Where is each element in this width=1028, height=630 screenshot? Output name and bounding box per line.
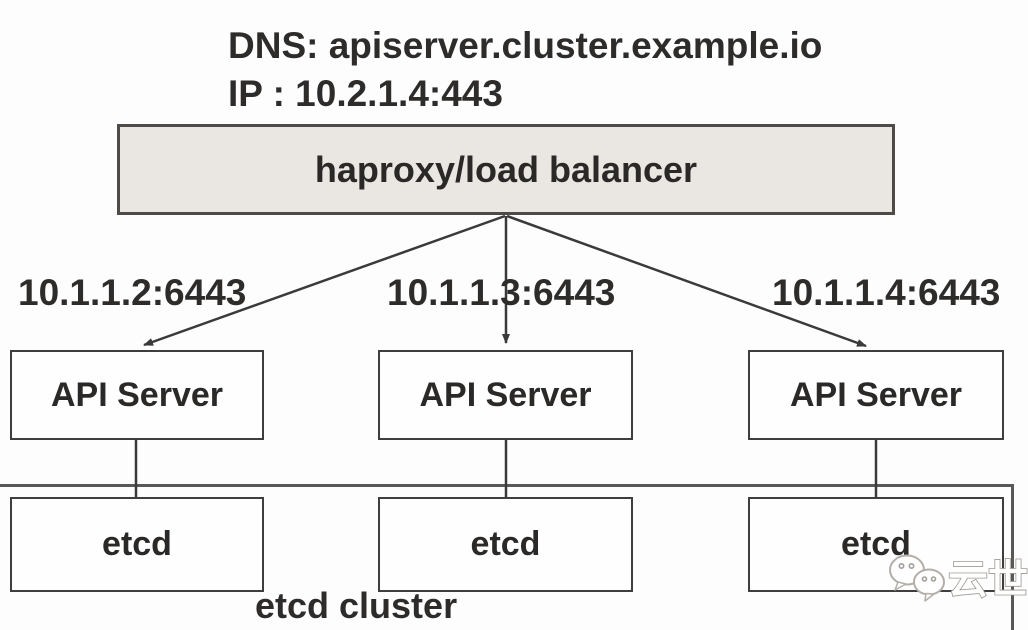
dns-label: DNS: apiserver.cluster.example.io	[228, 25, 823, 66]
etcd-box-1: etcd	[10, 497, 264, 592]
header-text-block: DNS: apiserver.cluster.example.io IP : 1…	[228, 22, 822, 118]
etcd-cluster-label: etcd cluster	[255, 585, 458, 626]
etcd-label: etcd	[102, 525, 172, 563]
etcd-box-2: etcd	[378, 497, 633, 592]
api-server-box-1: API Server	[10, 350, 264, 440]
api-server-label: API Server	[51, 375, 223, 414]
wechat-bubbles-icon	[889, 554, 945, 602]
api-server-label: API Server	[790, 375, 962, 414]
api-server-ip-label-1: 10.1.1.2:6443	[18, 272, 247, 313]
api-server-label: API Server	[419, 375, 592, 414]
watermark: 云世	[882, 548, 1028, 612]
api-server-box-2: API Server	[378, 350, 633, 440]
api-server-ip-label-3: 10.1.1.4:6443	[772, 272, 1001, 313]
load-balancer-box: haproxy/load balancer	[117, 124, 895, 215]
watermark-text: 云世	[947, 558, 1028, 602]
etcd-label: etcd	[470, 525, 541, 563]
ip-label: IP : 10.2.1.4:443	[228, 73, 503, 114]
load-balancer-label: haproxy/load balancer	[314, 148, 698, 190]
api-server-ip-label-2: 10.1.1.3:6443	[387, 272, 616, 313]
api-server-box-3: API Server	[748, 350, 1004, 440]
